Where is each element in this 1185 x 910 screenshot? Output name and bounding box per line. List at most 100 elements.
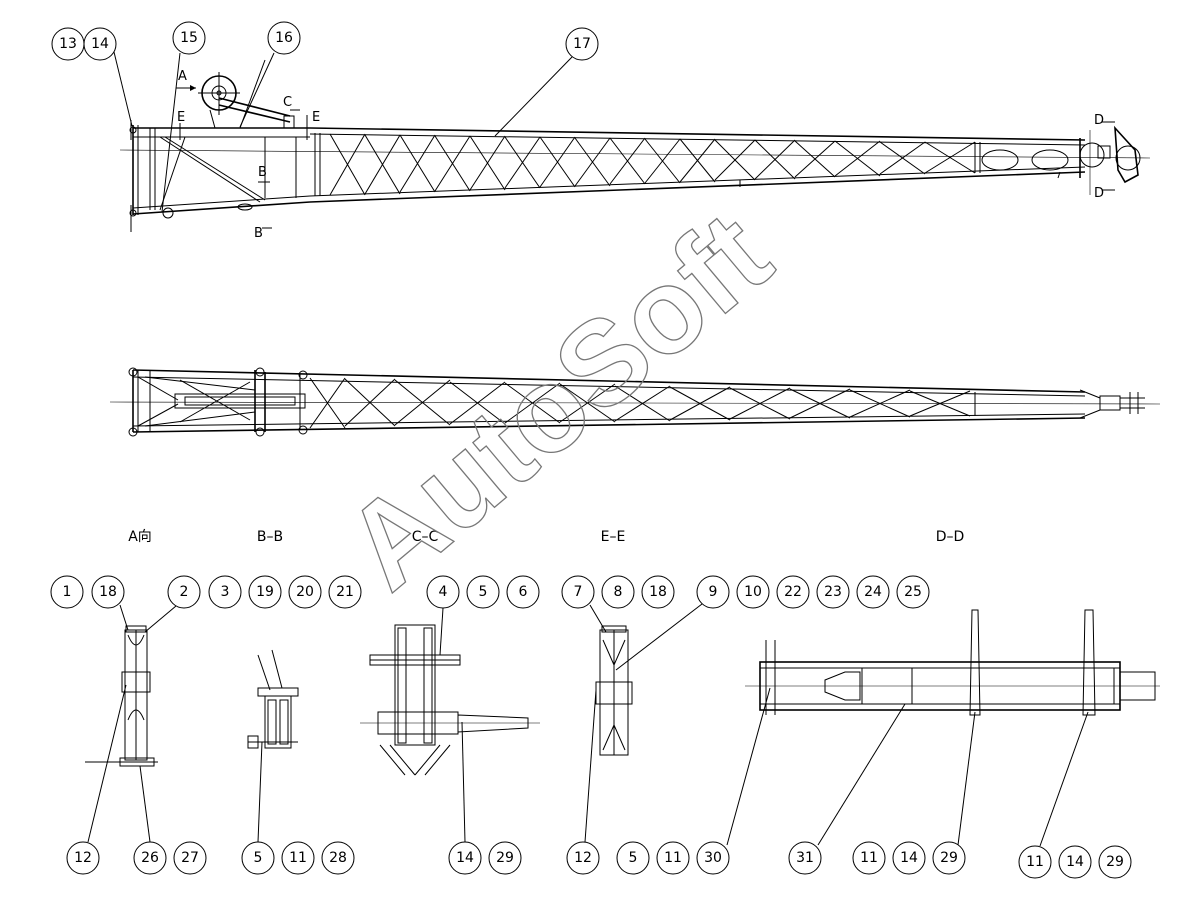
svg-text:17: 17 — [573, 36, 591, 52]
svg-text:2: 2 — [180, 584, 189, 600]
balloon: 27 — [173, 841, 207, 875]
svg-text:15: 15 — [180, 30, 198, 46]
section-e-label-right: E — [312, 110, 320, 125]
svg-text:14: 14 — [456, 850, 474, 866]
svg-text:20: 20 — [296, 584, 314, 600]
svg-text:10: 10 — [744, 584, 762, 600]
svg-text:22: 22 — [784, 584, 802, 600]
balloon: 8 — [601, 575, 635, 609]
balloon: 9 — [696, 575, 730, 609]
balloon: 23 — [816, 575, 850, 609]
svg-text:5: 5 — [254, 850, 263, 866]
balloon: 13 — [51, 27, 85, 61]
balloon: 21 — [328, 575, 362, 609]
balloon: 22 — [776, 575, 810, 609]
boom-plan-view — [109, 367, 1161, 437]
balloons-top: 13 14 15 16 17 — [51, 21, 599, 213]
watermark: AutoSoft — [320, 186, 795, 616]
section-d-label-top: D — [1094, 113, 1104, 128]
svg-text:19: 19 — [256, 584, 274, 600]
balloon: 5 — [466, 575, 500, 609]
section-c-label: C — [283, 95, 292, 110]
svg-text:1: 1 — [63, 584, 72, 600]
svg-text:29: 29 — [1106, 854, 1124, 870]
balloon: 11 — [656, 841, 690, 875]
balloon: 14 — [1058, 845, 1092, 879]
svg-text:18: 18 — [99, 584, 117, 600]
balloon: 10 — [736, 575, 770, 609]
balloon: 25 — [896, 575, 930, 609]
svg-text:23: 23 — [824, 584, 842, 600]
svg-text:11: 11 — [664, 850, 682, 866]
section-title-d: D–D — [936, 529, 965, 545]
svg-text:3: 3 — [221, 584, 230, 600]
lattice-diagonals-side — [329, 133, 976, 196]
svg-text:30: 30 — [704, 850, 722, 866]
section-title-a: A向 — [128, 529, 152, 545]
svg-text:12: 12 — [74, 850, 92, 866]
balloon: 28 — [321, 841, 355, 875]
svg-text:28: 28 — [329, 850, 347, 866]
svg-text:11: 11 — [1026, 854, 1044, 870]
balloon: 30 — [696, 841, 730, 875]
balloon: 7 — [561, 575, 595, 609]
balloon: 16 — [267, 21, 301, 55]
section-title-c: C–C — [412, 529, 439, 545]
balloon: 14 — [83, 27, 117, 61]
balloon: 29 — [932, 841, 966, 875]
view-a-label: A — [178, 69, 187, 84]
section-markers-top: A E C E B B D D — [176, 69, 1115, 241]
svg-text:5: 5 — [629, 850, 638, 866]
balloon: 11 — [281, 841, 315, 875]
balloon: 6 — [506, 575, 540, 609]
balloons-row-upper: 1 18 2 3 19 20 21 4 5 6 7 8 18 9 10 22 2… — [50, 575, 930, 671]
svg-text:12: 12 — [574, 850, 592, 866]
svg-text:25: 25 — [904, 584, 922, 600]
balloon: 20 — [288, 575, 322, 609]
svg-text:14: 14 — [900, 850, 918, 866]
svg-text:7: 7 — [574, 584, 583, 600]
svg-text:AutoSoft: AutoSoft — [321, 187, 795, 615]
section-titles: A向 B–B C–C E–E D–D — [128, 529, 964, 545]
boom-side-elevation — [119, 59, 1151, 232]
detail-view-a — [85, 625, 158, 767]
svg-text:29: 29 — [940, 850, 958, 866]
balloon: 5 — [241, 841, 275, 875]
balloon: 19 — [248, 575, 282, 609]
svg-text:6: 6 — [519, 584, 528, 600]
svg-text:4: 4 — [439, 584, 448, 600]
balloon: 11 — [852, 841, 886, 875]
svg-text:21: 21 — [336, 584, 354, 600]
svg-text:11: 11 — [860, 850, 878, 866]
section-e-label-left: E — [177, 110, 185, 125]
balloon: 11 — [1018, 845, 1052, 879]
balloon: 14 — [448, 841, 482, 875]
balloon: 2 — [167, 575, 201, 609]
svg-text:16: 16 — [275, 30, 293, 46]
section-b-label-top: B — [258, 165, 267, 180]
svg-text:14: 14 — [1066, 854, 1084, 870]
section-b-label-bottom: B — [254, 226, 263, 241]
svg-text:5: 5 — [479, 584, 488, 600]
svg-text:18: 18 — [649, 584, 667, 600]
svg-text:14: 14 — [91, 36, 109, 52]
svg-text:11: 11 — [289, 850, 307, 866]
balloon: 1 — [50, 575, 84, 609]
svg-text:26: 26 — [141, 850, 159, 866]
balloon: 14 — [892, 841, 926, 875]
balloon: 12 — [66, 841, 100, 875]
balloon: 17 — [565, 27, 599, 61]
section-title-b: B–B — [257, 529, 283, 545]
svg-text:9: 9 — [709, 584, 718, 600]
detail-view-e — [595, 625, 633, 756]
balloon: 18 — [91, 575, 125, 609]
balloon: 24 — [856, 575, 890, 609]
svg-text:27: 27 — [181, 850, 199, 866]
balloons-row-lower: 12 26 27 5 11 28 14 29 12 5 11 30 31 11 … — [66, 684, 1132, 879]
section-title-e: E–E — [601, 529, 626, 545]
balloon: 26 — [133, 841, 167, 875]
balloon: 12 — [566, 841, 600, 875]
balloon: 18 — [641, 575, 675, 609]
detail-view-b — [247, 649, 299, 749]
